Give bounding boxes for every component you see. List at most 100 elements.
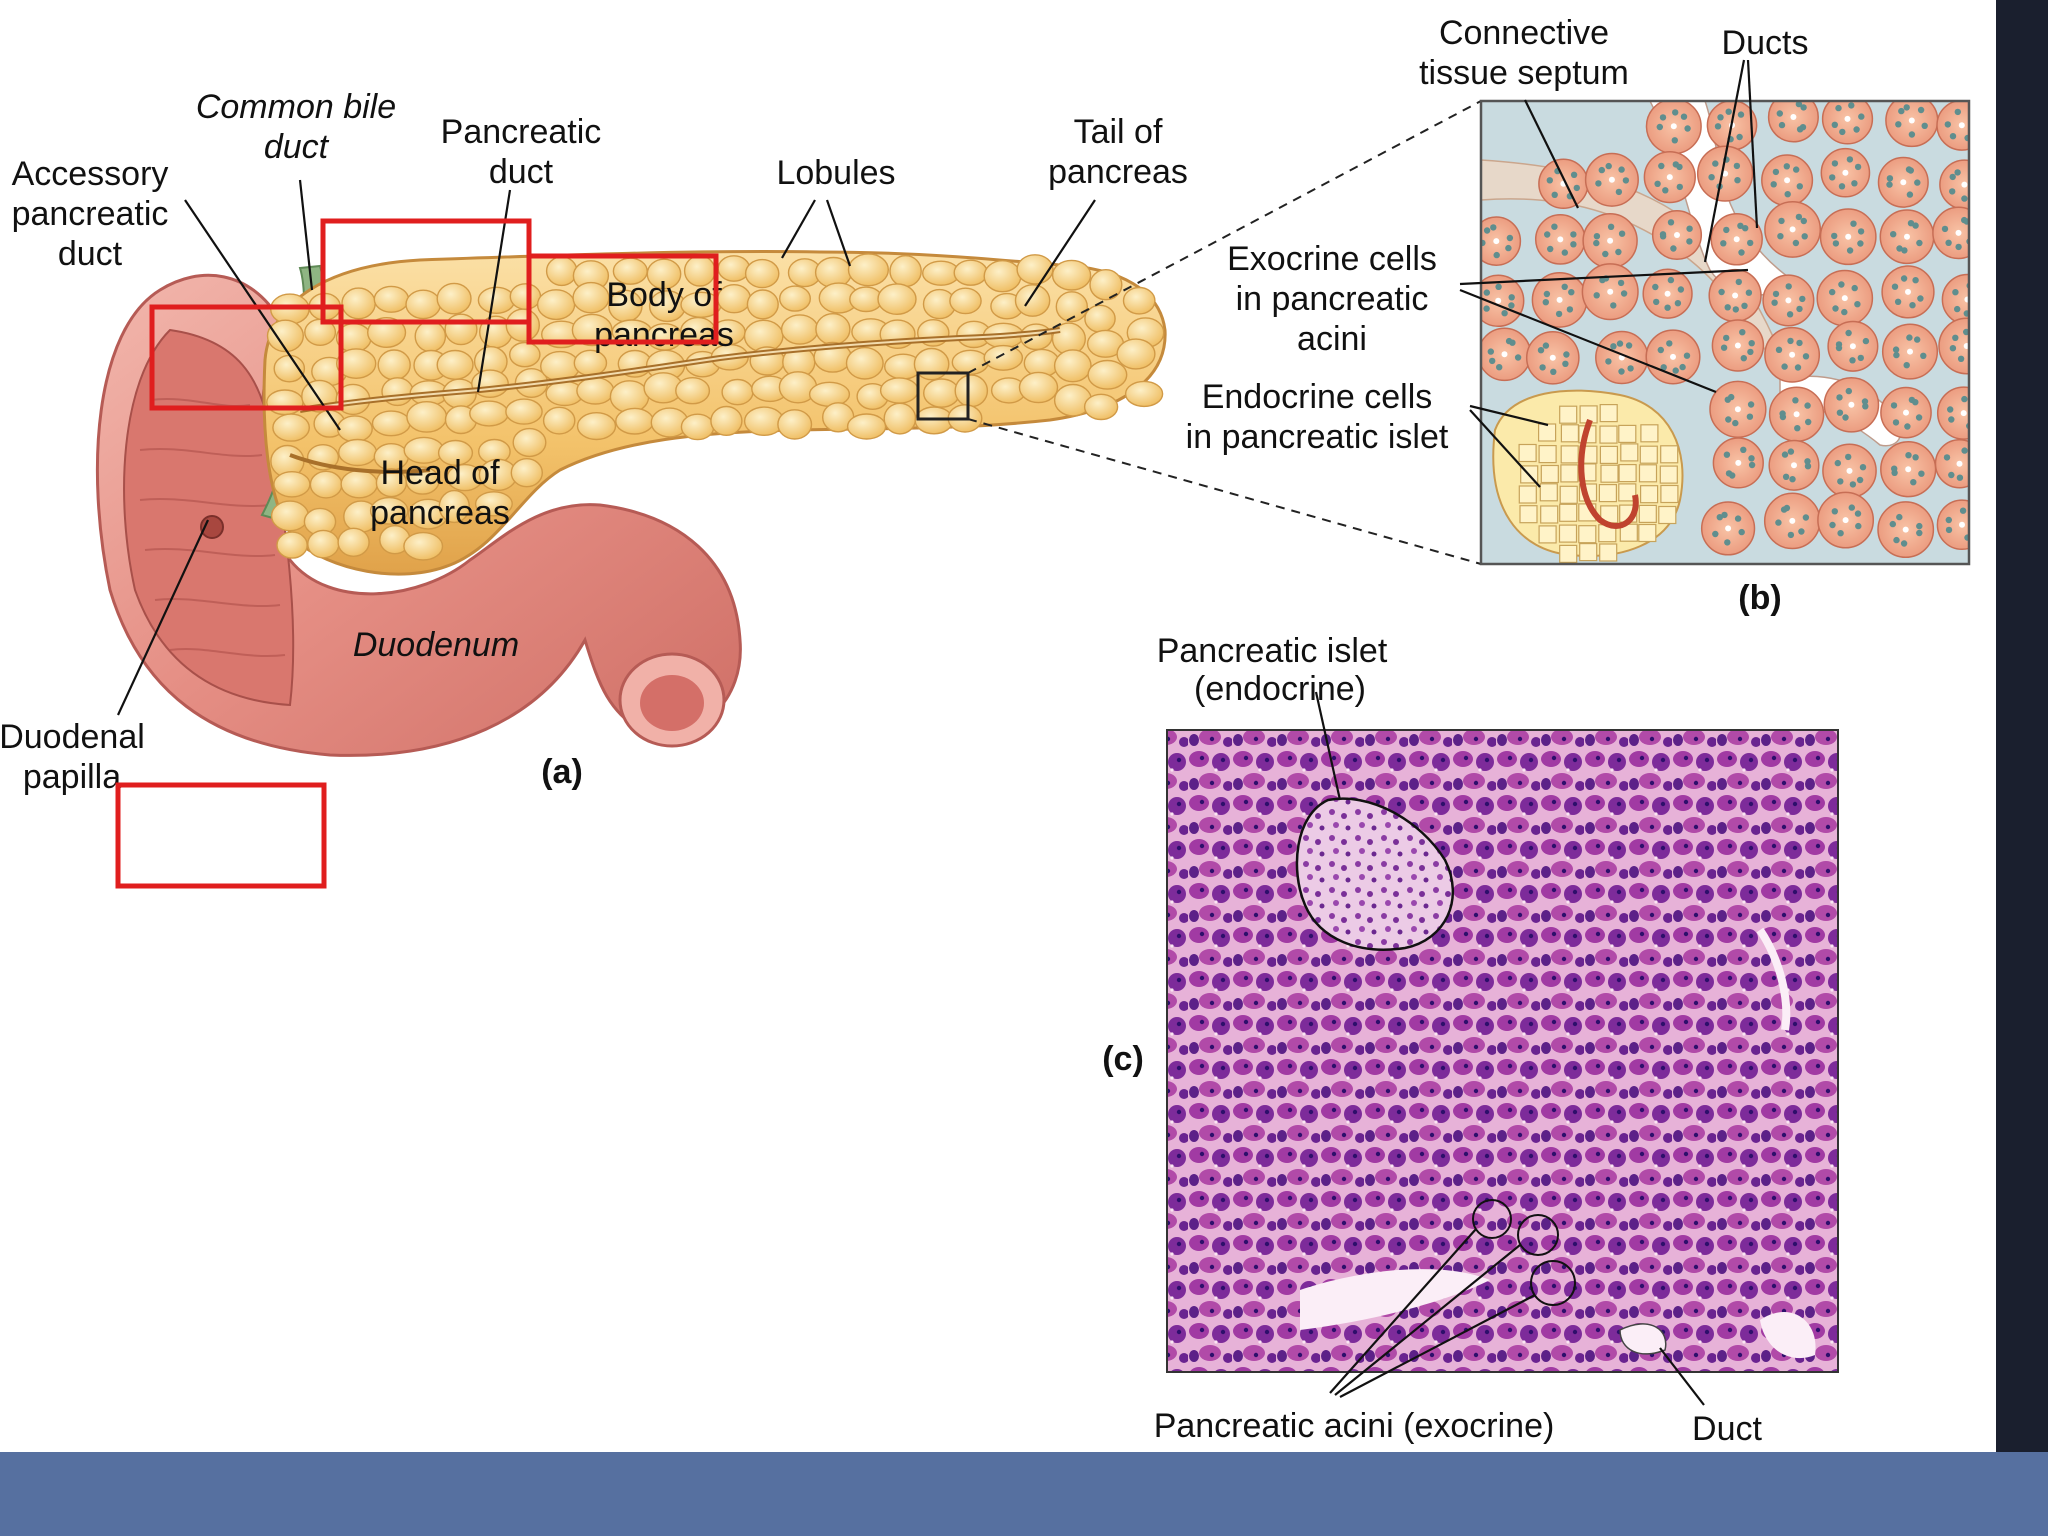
label-duct: Duct [1692,1410,1762,1448]
pancreas-lobule [545,256,578,287]
acinar-nucleus [1770,181,1777,188]
duodenum-opening-lumen [640,675,704,731]
acinar-nucleus [1900,275,1908,282]
label-duodenal-papilla-line2: papilla [23,758,121,796]
pancreas-lobule [923,378,961,408]
acinar-lumen [1784,177,1791,184]
pancreas-lobule [744,258,780,289]
acinar-nucleus [1848,102,1855,109]
acinar-nucleus [1747,401,1755,408]
acinar-nucleus [1904,423,1911,430]
pancreas-lobule [405,466,440,495]
label-common-bile-duct-line2: duct [264,128,330,166]
acinar-nucleus [1618,230,1626,237]
islet-cell [1518,485,1537,504]
acinar-nucleus [1916,522,1923,530]
islet-cell [1560,445,1579,464]
pancreas-lobule [336,348,377,379]
acinar-nucleus [1660,364,1667,371]
acinar-lumen [1844,115,1851,122]
label-pancreatic-duct-line2: duct [489,153,554,191]
islet-cell [1537,423,1557,442]
acinar-nucleus [1961,395,1968,403]
acinar-nucleus [1906,191,1914,198]
acinar-nucleus [1568,289,1575,296]
acinar-nucleus [1777,233,1784,240]
acinar-nucleus [1854,301,1861,308]
acinar-lumen [1959,521,1965,528]
pancreas-lobule [572,281,610,314]
acinar-nucleus [1947,406,1954,413]
acinar-lumen [1670,353,1676,360]
islet-cell [1559,544,1578,564]
pancreas-lobule [337,527,370,557]
acinar-lumen [1789,517,1796,524]
acinar-nucleus [1736,133,1743,141]
acinar-nucleus [1573,184,1581,192]
tissue-gap-2 [1619,1323,1667,1355]
acinar-nucleus [1802,514,1810,521]
figure-c-labels: Pancreatic islet (endocrine) Pancreatic … [1102,632,1762,1448]
islet-cell [1560,424,1580,443]
acinar-nucleus [1903,104,1910,111]
acinar-nucleus [1593,233,1601,240]
acinar-nucleus [1781,451,1789,458]
acinar-nucleus [1949,173,1956,181]
acinar-nucleus [1542,342,1550,349]
acinar-nucleus [1748,461,1756,469]
acinar-nucleus [1912,454,1919,461]
acinar-nucleus [1912,277,1919,284]
acinar-nucleus [1570,171,1578,178]
acinar-nucleus [1667,276,1675,284]
pancreas-lobule [845,346,884,380]
acinar-nucleus [1834,459,1842,467]
pancreas-lobule [338,438,378,467]
acinar-nucleus [1667,219,1675,226]
acinar-nucleus [1593,239,1600,247]
pancreas-lobule [414,320,447,353]
acinar-lumen [1607,237,1614,244]
acinar-nucleus [1620,290,1628,297]
acinar-lumen [1733,236,1740,243]
acinar-nucleus [1617,279,1625,287]
acinar-nucleus [1829,288,1836,296]
acinar-nucleus [1831,121,1839,128]
acinar-nucleus [1896,245,1903,252]
acinar-nucleus [1666,340,1673,347]
acinar-nucleus [1837,530,1844,537]
acinar-nucleus [1841,308,1848,316]
acinar-nucleus [1893,536,1900,544]
acinar-nucleus [1570,241,1577,248]
acinar-nucleus [1831,232,1838,240]
acinar-nucleus [1787,448,1795,455]
acinar-nucleus [1900,540,1908,547]
pancreas-lobule [780,314,819,345]
figure-c-leaders [1314,691,1705,1406]
acinar-nucleus [1949,133,1957,140]
acinar-nucleus [1914,179,1921,186]
acinar-nucleus [1963,218,1969,225]
pancreas-lobule [336,415,373,443]
acinar-nucleus [1514,354,1522,361]
acinar-nucleus [1714,123,1722,130]
acinar-nucleus [1775,519,1782,526]
acinar-nucleus [1892,346,1900,353]
acinar-nucleus [1659,114,1667,121]
acinar-nucleus [1555,310,1563,318]
acinar-nucleus [1948,471,1955,479]
acinar-nucleus [1506,234,1514,242]
pancreatic-islet-c [1295,797,1455,951]
acinar-nucleus [1724,539,1731,546]
pancreas-lobule [954,374,989,408]
acinar-nucleus [1732,306,1740,313]
acinar-nucleus [1783,163,1791,170]
figure-c-frame [1166,729,1839,1373]
acinar-nucleus [1789,476,1796,483]
panel-label-a: (a) [541,753,583,791]
acinar-nucleus [1890,402,1898,409]
acinar-nucleus [1725,416,1732,423]
acinar-nucleus [1794,364,1802,371]
acinar-nucleus [1893,351,1900,359]
acinar-nucleus [1747,239,1754,247]
islet-cell [1638,523,1657,543]
